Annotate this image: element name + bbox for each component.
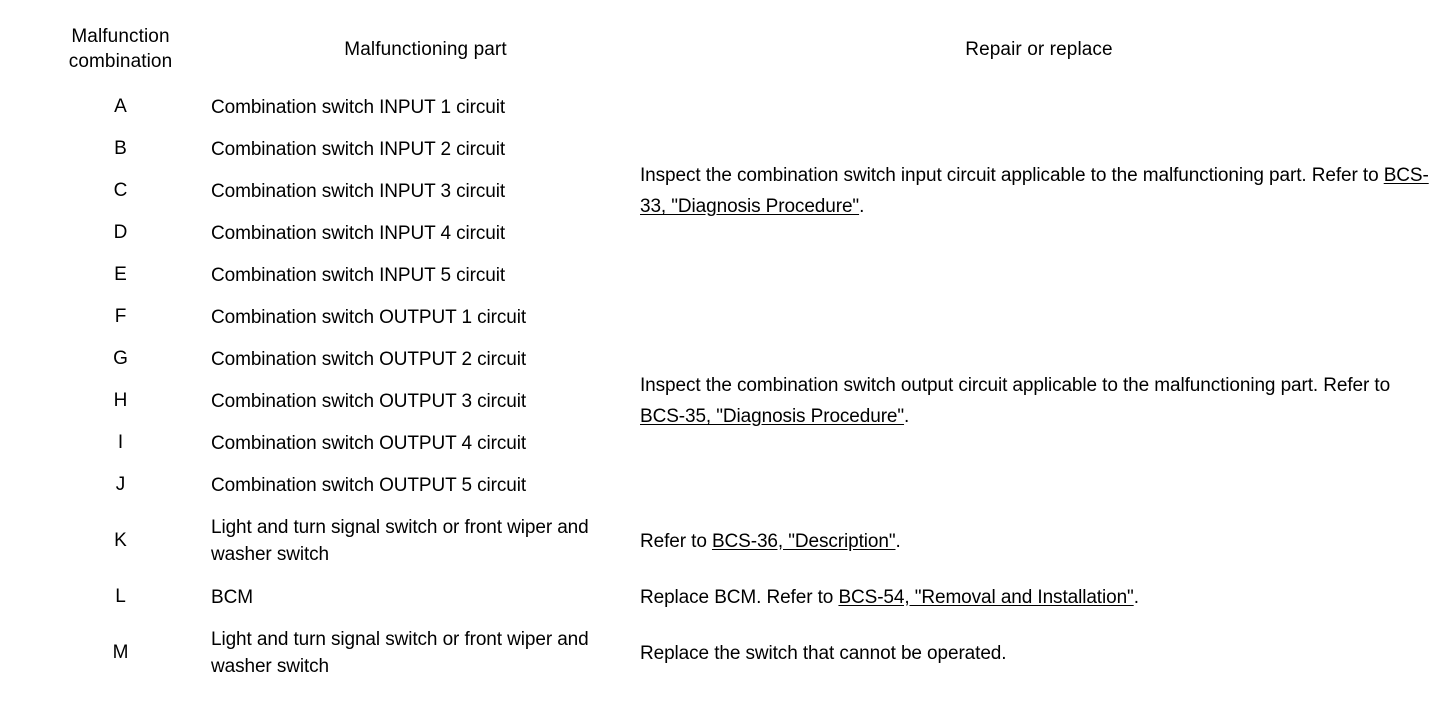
cell-combination-j: J: [30, 464, 211, 506]
table-row: E Combination switch INPUT 5 circuit: [30, 254, 1438, 296]
repair-text-before: Inspect the combination switch input cir…: [640, 165, 1384, 186]
cell-combination-e: E: [30, 254, 211, 296]
repair-text-after: .: [859, 196, 865, 217]
cell-part-f: Combination switch OUTPUT 1 circuit: [211, 296, 640, 338]
table-row: B Combination switch INPUT 2 circuit: [30, 128, 1438, 170]
repair-text-after: .: [904, 406, 910, 427]
cell-combination-l: L: [30, 576, 211, 618]
cell-repair-l: Replace BCM. Refer to BCS-54, "Removal a…: [640, 576, 1438, 618]
cell-repair-k: Refer to BCS-36, "Description".: [640, 506, 1438, 576]
cell-combination-k: K: [30, 506, 211, 576]
repair-text-before: Inspect the combination switch output ci…: [640, 375, 1391, 396]
header-line-1: Malfunction: [71, 26, 170, 47]
malfunction-combination-table-wrapper: Malfunction combination Malfunctioning p…: [30, 12, 1438, 688]
cell-combination-a: A: [30, 86, 211, 128]
cell-part-j: Combination switch OUTPUT 5 circuit: [211, 464, 640, 506]
cell-part-a: Combination switch INPUT 1 circuit: [211, 86, 640, 128]
cell-repair-output-group: Inspect the combination switch output ci…: [640, 296, 1438, 506]
cell-repair-m: Replace the switch that cannot be operat…: [640, 618, 1438, 688]
cell-part-d: Combination switch INPUT 4 circuit: [211, 212, 640, 254]
cell-part-h: Combination switch OUTPUT 3 circuit: [211, 380, 640, 422]
repair-text-before: Refer to: [640, 530, 712, 552]
cell-part-c: Combination switch INPUT 3 circuit: [211, 170, 640, 212]
reference-link-bcs-54[interactable]: BCS-54, "Removal and Installation": [838, 586, 1134, 608]
table-row: L BCM Replace BCM. Refer to BCS-54, "Rem…: [30, 576, 1438, 618]
cell-part-e: Combination switch INPUT 5 circuit: [211, 254, 640, 296]
cell-part-i: Combination switch OUTPUT 4 circuit: [211, 422, 640, 464]
reference-link-bcs-36[interactable]: BCS-36, "Description": [711, 530, 896, 552]
cell-combination-d: D: [30, 212, 211, 254]
cell-combination-i: I: [30, 422, 211, 464]
cell-combination-g: G: [30, 338, 211, 380]
header-repair-or-replace: Repair or replace: [640, 12, 1438, 86]
table-row: D Combination switch INPUT 4 circuit: [30, 212, 1438, 254]
table-row: F Combination switch OUTPUT 1 circuit In…: [30, 296, 1438, 506]
cell-part-l: BCM: [211, 576, 640, 618]
cell-part-b: Combination switch INPUT 2 circuit: [211, 128, 640, 170]
table-row: J Combination switch OUTPUT 5 circuit: [30, 464, 1438, 506]
header-malfunction-combination: Malfunction combination: [30, 12, 211, 86]
table-row: C Combination switch INPUT 3 circuit: [30, 170, 1438, 212]
table-row: K Light and turn signal switch or front …: [30, 506, 1438, 576]
cell-part-k: Light and turn signal switch or front wi…: [211, 506, 640, 576]
cell-combination-h: H: [30, 380, 211, 422]
header-line-2: combination: [68, 51, 173, 72]
table-row: M Light and turn signal switch or front …: [30, 618, 1438, 688]
cell-part-g: Combination switch OUTPUT 2 circuit: [211, 338, 640, 380]
cell-part-m: Light and turn signal switch or front wi…: [211, 618, 640, 688]
cell-combination-m: M: [30, 618, 211, 688]
reference-link-bcs-35[interactable]: BCS-35, "Diagnosis Procedure": [640, 406, 905, 427]
repair-text-before: Replace the switch that cannot be operat…: [640, 642, 1007, 664]
repair-text-before: Replace BCM. Refer to: [640, 586, 839, 608]
cell-combination-f: F: [30, 296, 211, 338]
table-row: H Combination switch OUTPUT 3 circuit: [30, 380, 1438, 422]
table-header-row: Malfunction combination Malfunctioning p…: [30, 12, 1438, 86]
malfunction-combination-table: Malfunction combination Malfunctioning p…: [30, 12, 1438, 688]
cell-combination-c: C: [30, 170, 211, 212]
header-malfunctioning-part: Malfunctioning part: [211, 12, 640, 86]
table-row: A Combination switch INPUT 1 circuit Ins…: [30, 86, 1438, 296]
cell-repair-input-group: Inspect the combination switch input cir…: [640, 86, 1438, 296]
table-row: G Combination switch OUTPUT 2 circuit: [30, 338, 1438, 380]
cell-combination-b: B: [30, 128, 211, 170]
table-row: I Combination switch OUTPUT 4 circuit: [30, 422, 1438, 464]
repair-text-after: .: [1133, 586, 1139, 608]
reference-link-bcs-33[interactable]: BCS-33, "Diagnosis Procedure": [640, 165, 1429, 217]
repair-text-after: .: [895, 530, 901, 552]
